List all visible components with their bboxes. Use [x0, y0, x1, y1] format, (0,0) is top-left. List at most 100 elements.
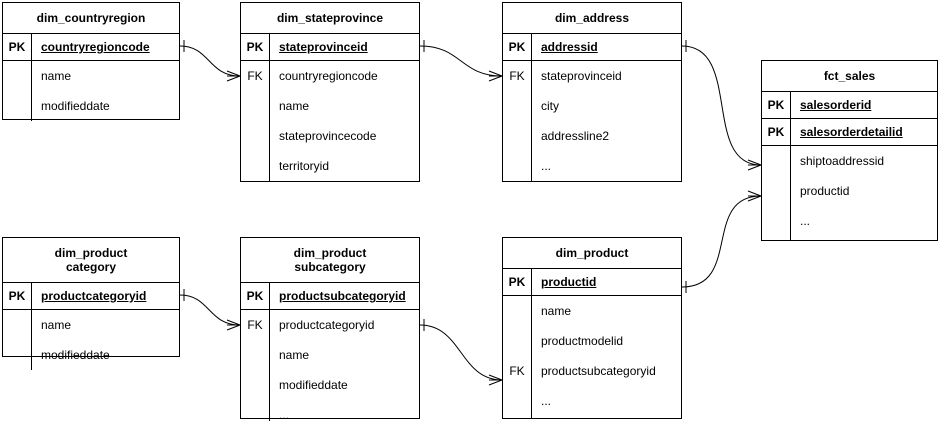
key-badge [762, 206, 790, 236]
attribute-row[interactable]: PK addressid [503, 34, 681, 61]
relationship-line [681, 45, 762, 166]
entity-title: dim_stateprovince [241, 3, 419, 34]
attribute-name[interactable]: ... [541, 394, 552, 408]
attribute-name[interactable]: stateprovincecode [279, 129, 377, 143]
key-badge [503, 91, 531, 121]
attribute-name[interactable]: modifieddate [41, 99, 110, 113]
key-badge: FK [509, 364, 525, 378]
attribute-list: FK countryregioncode name stateprovincecode… [241, 61, 419, 181]
attribute-name[interactable]: name [279, 348, 310, 362]
key-badge [503, 326, 531, 356]
key-badge [3, 310, 31, 340]
cardinality-many-crowsfoot [747, 190, 762, 202]
cardinality-many-crowsfoot [226, 319, 241, 331]
attribute-name[interactable]: modifieddate [279, 378, 348, 392]
attribute-name[interactable]: name [41, 69, 72, 83]
name-column: productcategoryid name modifieddate... [270, 310, 419, 421]
attribute-list: FK name productmodelid productsubcategoryid… [503, 296, 681, 418]
key-badge: FK [247, 69, 263, 83]
attribute-name[interactable]: productid [800, 184, 850, 198]
attribute-name[interactable]: stateprovinceid [541, 69, 622, 83]
key-column [762, 146, 791, 240]
relationship-line [179, 294, 241, 326]
attribute-name: stateprovinceid [279, 40, 368, 54]
attribute-name[interactable]: territoryid [279, 159, 330, 173]
key-badge: PK [241, 34, 270, 60]
attribute-name: salesorderdetailid [800, 125, 903, 139]
attribute-name: salesorderid [800, 98, 872, 112]
key-column: FK [241, 61, 270, 181]
attribute-name[interactable]: name [541, 304, 572, 318]
entity-title: fct_sales [762, 61, 937, 92]
attribute-list: shiptoaddressid productid... [762, 146, 937, 240]
relationship-stateprovince-address[interactable] [419, 40, 503, 82]
key-badge [503, 121, 531, 151]
key-badge [762, 176, 790, 206]
key-column [3, 310, 32, 370]
key-badge [503, 296, 531, 326]
key-badge [241, 370, 269, 400]
attribute-list: FK stateprovinceid city addressline2... [503, 61, 681, 181]
key-badge: PK [503, 34, 532, 60]
attribute-name[interactable]: ... [800, 214, 811, 228]
entity-title: dim_product subcategory [241, 238, 419, 283]
cardinality-many-crowsfoot [488, 70, 503, 82]
relationship-product-fctsales[interactable] [681, 190, 762, 293]
attribute-name[interactable]: ... [541, 159, 552, 173]
attribute-list: name modifieddate [3, 310, 179, 370]
key-badge [3, 61, 31, 91]
attribute-name: productsubcategoryid [279, 289, 406, 303]
key-badge [503, 386, 531, 416]
attribute-name[interactable]: addressline2 [541, 129, 610, 143]
attribute-name[interactable]: countryregioncode [279, 69, 378, 83]
key-column [3, 61, 32, 121]
attribute-name: addressid [541, 40, 598, 54]
attribute-name[interactable]: ... [279, 408, 290, 421]
attribute-name[interactable]: productmodelid [541, 334, 624, 348]
relationship-address-fctsales[interactable] [681, 40, 762, 171]
attribute-name[interactable]: productsubcategoryid [541, 364, 656, 378]
attribute-name[interactable]: modifieddate [41, 348, 110, 362]
relationship-countryregion-stateprovince[interactable] [179, 40, 241, 82]
relationship-line [681, 195, 762, 288]
name-column: name modifieddate [32, 310, 179, 370]
relationship-subcategory-product[interactable] [419, 319, 503, 386]
key-badge [503, 151, 531, 181]
attribute-row[interactable]: PK stateprovinceid [241, 34, 419, 61]
attribute-row[interactable]: PK salesorderdetailid [762, 119, 937, 146]
key-badge: PK [762, 119, 791, 145]
key-column: FK [241, 310, 270, 421]
entity-title: dim_product [503, 238, 681, 269]
name-column: name productmodelid productsubcategoryid..… [532, 296, 681, 418]
attribute-name[interactable]: productcategoryid [279, 318, 375, 332]
key-badge: FK [509, 69, 525, 83]
entity-title: dim_product category [3, 238, 179, 283]
attribute-list: name modifieddate [3, 61, 179, 121]
attribute-name[interactable]: shiptoaddressid [800, 154, 885, 168]
attribute-name: productid [541, 275, 597, 289]
relationship-line [419, 324, 503, 381]
name-column: countryregioncode name stateprovincecode te… [270, 61, 419, 181]
attribute-name[interactable]: name [41, 318, 72, 332]
key-badge [241, 400, 269, 421]
attribute-list: FK productcategoryid name modifieddate... [241, 310, 419, 421]
attribute-name[interactable]: city [541, 99, 559, 113]
name-column: shiptoaddressid productid... [791, 146, 937, 240]
attribute-name[interactable]: name [279, 99, 310, 113]
key-badge: FK [247, 318, 263, 332]
relationship-productcategory-subcategory[interactable] [179, 289, 241, 331]
key-badge [241, 151, 269, 181]
relationship-line [179, 45, 241, 77]
